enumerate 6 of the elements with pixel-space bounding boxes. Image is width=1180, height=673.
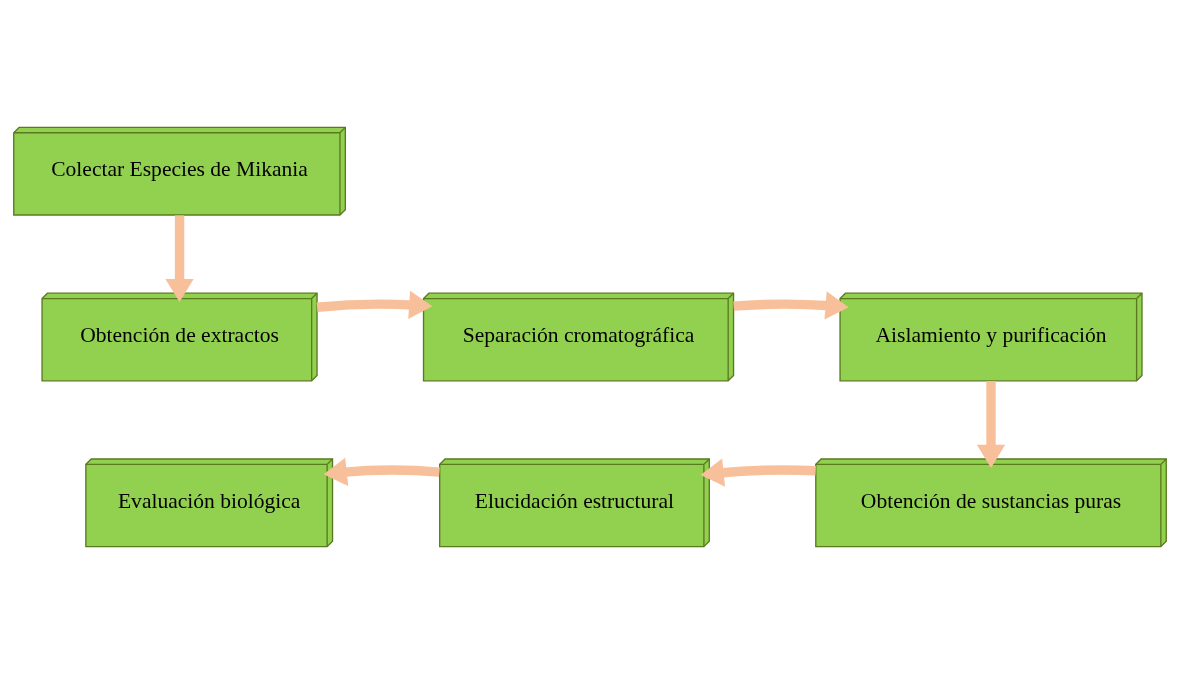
arrow (316, 290, 433, 319)
arrow (700, 457, 816, 487)
arrow (165, 214, 194, 302)
arrow (323, 457, 440, 486)
arrow (733, 290, 849, 320)
arrow (976, 380, 1006, 468)
